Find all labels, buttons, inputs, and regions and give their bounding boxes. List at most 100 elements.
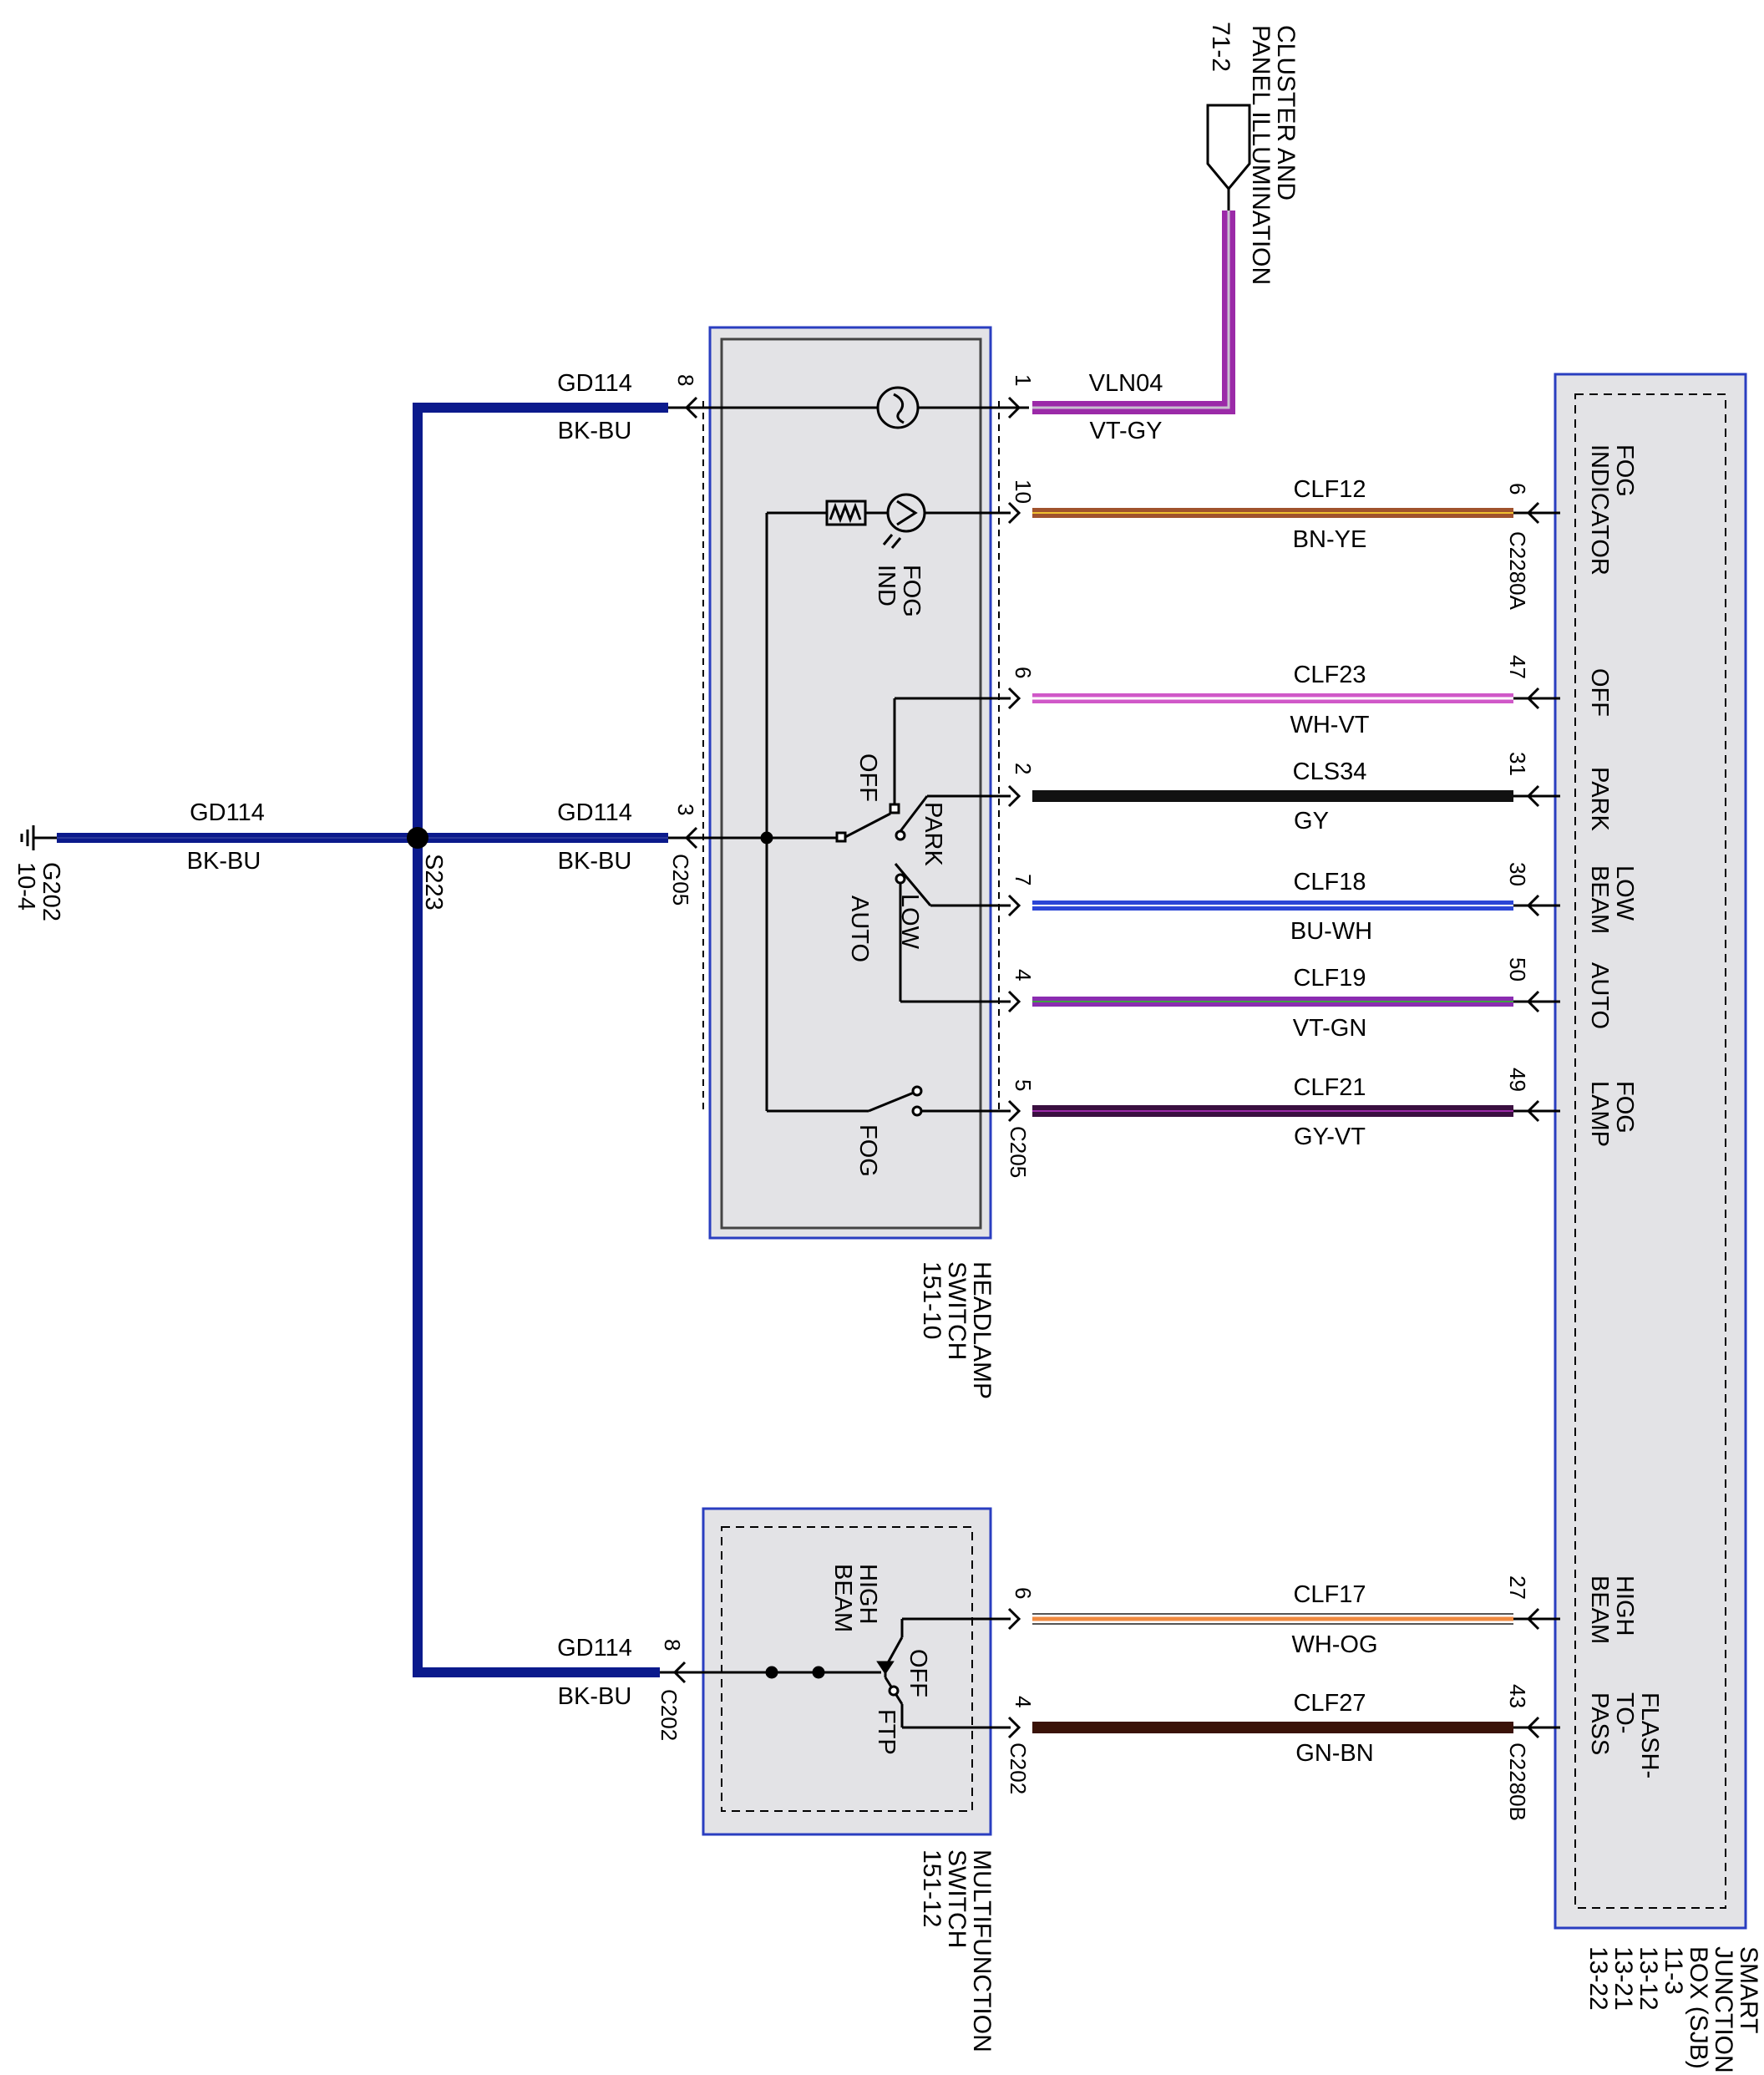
pin-vln04: 1 [1011, 374, 1036, 386]
sjb-title: SMART JUNCTION BOX (SJB) 11-3 13-12 13-2… [1584, 1946, 1762, 2073]
panel-dimmer-icon [876, 386, 920, 429]
pos-low-label: LOW [896, 894, 923, 950]
sjb-ref-4: 13-22 [1584, 1946, 1612, 2011]
cluster-labels: CLUSTER AND PANEL ILLUMINATION 71-2 [1207, 22, 1300, 285]
pin-clf18-a: 7 [1011, 874, 1036, 885]
sjb-ref-2: 13-12 [1635, 1946, 1662, 2011]
mf-high-beam-1: HIGH [854, 1564, 881, 1625]
pos-fog-label: FOG [854, 1124, 881, 1177]
sjb-name-3: BOX (SJB) [1685, 1946, 1712, 2069]
multifunction-switch-title: MULTIFUNCTION SWITCH 151-12 [918, 1849, 996, 2052]
clf23-circuit-label: CLF23 [1293, 662, 1366, 688]
headlamp-switch-title: HEADLAMP SWITCH 151-10 [918, 1261, 996, 1399]
pin-clf23-b: 47 [1505, 655, 1530, 679]
clf17-circuit-label: CLF17 [1293, 1581, 1366, 1608]
wire-labels: GD114 BK-BU GD114 BK-BU GD114 BK-BU GD11… [187, 370, 1378, 1767]
wire-vln04-stripe [1032, 211, 1230, 409]
headlamp-switch-name-1: HEADLAMP [968, 1261, 996, 1399]
ground-labels: G202 10-4 S223 [13, 854, 447, 921]
cls34-circuit-label: CLS34 [1293, 758, 1367, 785]
pin-hs-top: 8 [673, 374, 698, 386]
multifunction-switch-inner-box [721, 1526, 973, 1812]
pin-clf21-b: 49 [1505, 1068, 1530, 1092]
sjb-outer-box [1554, 373, 1747, 1930]
clf23-color-label: WH-VT [1290, 712, 1369, 738]
pin-mf: 8 [660, 1639, 685, 1651]
hs-top-circuit-label: GD114 [557, 370, 632, 397]
splice-s223-dot [407, 827, 428, 849]
sjb-fog-indicator-2: INDICATOR [1586, 444, 1613, 576]
mf-switch-name-2: SWITCH [943, 1849, 971, 1948]
sjb-pin-labels: FOG INDICATOR OFF PARK LOW BEAM AUTO FOG… [1586, 444, 1663, 1778]
c205-label-right: C205 [1006, 1126, 1031, 1178]
clf21-circuit-label: CLF21 [1293, 1074, 1366, 1101]
sjb-ftp-1: FLASH- [1636, 1692, 1663, 1778]
sjb-fog-lamp-2: LAMP [1586, 1081, 1613, 1147]
pin-clf27-b: 43 [1505, 1684, 1530, 1708]
clf27-circuit-label: CLF27 [1293, 1690, 1366, 1717]
mf-ftp-label: FTP [873, 1709, 900, 1755]
cluster-title-2: PANEL ILLUMINATION [1247, 25, 1275, 285]
ground-network [57, 403, 668, 1677]
hs-mid-circuit-label: GD114 [557, 799, 632, 826]
headlamp-switch-inner-box [720, 337, 982, 1230]
vln04-color-label: VT-GY [1089, 418, 1162, 444]
sjb-name-1: SMART [1735, 1946, 1762, 2033]
sjb-leads [1513, 511, 1560, 1729]
sjb-ref-1: 11-3 [1660, 1946, 1687, 1995]
clf21-color-label: GY-VT [1294, 1124, 1366, 1150]
clf27-color-label: GN-BN [1295, 1740, 1373, 1767]
cluster-ref: 71-2 [1207, 22, 1234, 72]
pin-clf19-b: 50 [1505, 957, 1530, 982]
signal-wires [1032, 508, 1513, 1733]
multifunction-switch-labels: HIGH BEAM OFF FTP [829, 1564, 931, 1755]
cls34-color-label: GY [1294, 808, 1329, 835]
sjb-low-beam-1: LOW [1611, 865, 1638, 921]
splice-s223-label: S223 [420, 854, 447, 911]
pin-clf21-a: 5 [1011, 1079, 1036, 1091]
pin-clf19-a: 4 [1011, 969, 1036, 981]
c205-label-left: C205 [668, 854, 693, 906]
pos-park-label: PARK [920, 802, 946, 866]
clf18-color-label: BU-WH [1290, 918, 1372, 945]
connector-labels: C205 C205 C202 C202 C2280A C2280B [656, 531, 1530, 1821]
headlamp-switch-ref: 151-10 [918, 1261, 945, 1339]
fog-ind-label-2: IND [873, 565, 900, 606]
sjb-fog-indicator-1: FOG [1611, 444, 1638, 497]
headlamp-switch-outer-box [708, 326, 992, 1240]
g202-color-label: BK-BU [187, 848, 261, 875]
sjb-high-beam-2: BEAM [1586, 1575, 1613, 1644]
sjb-name-2: JUNCTION [1710, 1946, 1737, 2073]
sjb-ftp-2: TO- [1611, 1692, 1638, 1733]
mf-switch-name-1: MULTIFUNCTION [968, 1849, 996, 2052]
pin-clf17-a: 6 [1011, 1587, 1036, 1599]
clf18-circuit-label: CLF18 [1293, 869, 1366, 895]
ground-symbol-g202 [20, 825, 57, 850]
mf-color-label: BK-BU [558, 1683, 632, 1710]
pos-auto-label: AUTO [846, 895, 873, 962]
headlamp-switch-module [702, 326, 1000, 1240]
c2280a-label: C2280A [1505, 531, 1530, 611]
mf-high-beam-2: BEAM [829, 1564, 856, 1632]
clf19-circuit-label: CLF19 [1293, 965, 1366, 992]
mf-off-label: OFF [905, 1649, 931, 1697]
pos-off-label: OFF [854, 753, 881, 802]
clf17-color-label: WH-OG [1291, 1631, 1377, 1658]
mf-switch-ref: 151-12 [918, 1849, 945, 1927]
sjb-auto: AUTO [1586, 962, 1613, 1029]
pin-clf23-a: 6 [1011, 667, 1036, 678]
pin-numbers: 8 3 8 1 10 6 6 47 2 31 7 30 4 50 5 49 6 … [660, 374, 1530, 1708]
pin-clf17-b: 27 [1505, 1575, 1530, 1600]
clf19-color-label: VT-GN [1293, 1015, 1367, 1042]
g202-id: G202 [38, 862, 64, 921]
clf12-color-label: BN-YE [1293, 526, 1367, 553]
sjb-module [1554, 373, 1747, 1930]
pin-clf27-a: 4 [1011, 1696, 1036, 1707]
sjb-low-beam-2: BEAM [1586, 865, 1613, 934]
connector-chevrons [672, 396, 1540, 1739]
pin-cls34-a: 2 [1011, 763, 1036, 774]
multifunction-switch-internals [765, 1617, 1011, 1729]
pin-clf12-b: 6 [1505, 483, 1530, 495]
fog-ind-label-1: FOG [898, 565, 925, 617]
headlamp-switch-name-2: SWITCH [943, 1261, 971, 1360]
